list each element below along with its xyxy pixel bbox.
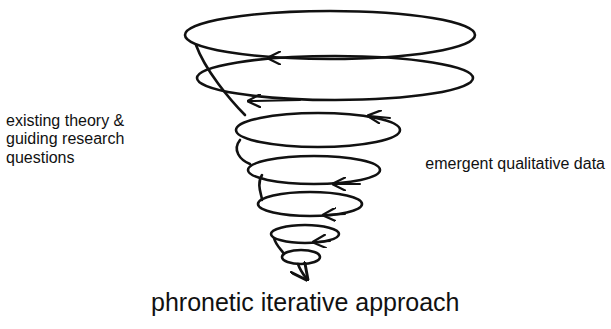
arrowhead — [335, 183, 360, 185]
spiral-loop — [236, 113, 400, 147]
arrowhead — [370, 116, 390, 118]
arrowhead — [325, 214, 345, 215]
spiral-loop — [185, 11, 475, 59]
caption-text: phronetic iterative approach — [151, 288, 460, 317]
spiral-link — [274, 238, 284, 254]
spiral-loop — [271, 225, 339, 243]
arrowhead — [270, 57, 300, 59]
left-annotation: existing theory & guiding research quest… — [6, 112, 156, 167]
spiral-loop — [282, 250, 320, 264]
spiral-link — [259, 175, 262, 200]
spiral-link — [196, 45, 245, 115]
spiral-tail-arrow — [298, 264, 306, 278]
spiral-loop — [258, 192, 362, 216]
arrowhead — [250, 100, 300, 101]
right-annotation: emergent qualitative data — [425, 155, 605, 173]
spiral-loop — [248, 156, 380, 184]
arrowhead — [315, 241, 330, 242]
spiral-loop — [197, 56, 473, 100]
spiral-link — [237, 140, 250, 164]
